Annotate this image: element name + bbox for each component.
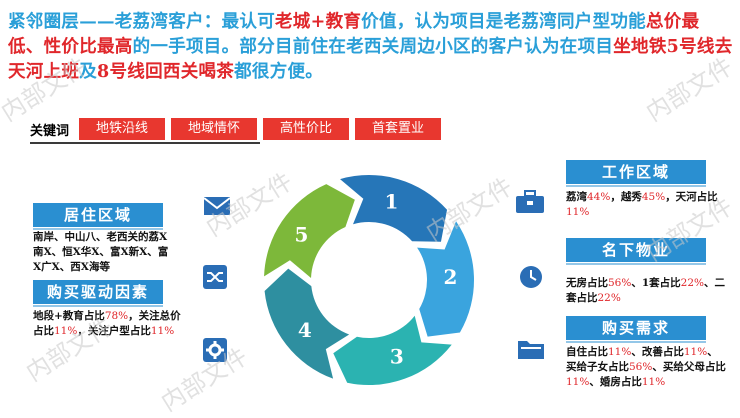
info-text: 、1套占比 — [631, 277, 681, 289]
header-text: 紧邻圈层——老荔湾客户：最认可 — [8, 12, 275, 32]
percent-value: 56% — [629, 361, 653, 373]
keyword-tag: 地域情怀 — [171, 118, 258, 140]
mail-icon — [203, 195, 231, 221]
keyword-tag: 地铁沿线 — [79, 118, 166, 140]
cycle-label-1: 1 — [385, 190, 399, 214]
percent-value: 22% — [597, 292, 621, 304]
percent-value: 44% — [587, 191, 611, 203]
percent-value: 11% — [150, 325, 175, 337]
cycle-segment-1 — [340, 175, 448, 242]
header-highlight: 坐地铁5号线去天河上班 — [8, 37, 733, 82]
info-text: ，关注总价占比 — [33, 310, 181, 337]
residence-title: 居住区域 — [33, 203, 163, 230]
info-text: ，越秀 — [610, 191, 642, 203]
percent-value: 11% — [641, 376, 666, 388]
clock-icon — [519, 265, 543, 293]
header-highlight: 老城+教育 — [275, 12, 362, 32]
percent-value: 78% — [104, 310, 129, 322]
keywords-underline — [30, 142, 260, 144]
drivers-text: 地段+教育占比78%，关注总价占比11%，关注户型占比11% — [33, 309, 183, 339]
header-text: 的一手项目。部分目前住在老西关周边小区的客户认为在项目 — [132, 37, 614, 57]
header-highlight: 总价最低、性价比最高 — [8, 12, 700, 57]
cycle-label-2: 2 — [443, 265, 457, 289]
cycle-segment-2 — [417, 221, 474, 337]
header-text: 及 — [79, 62, 98, 82]
info-text: 、改善占比 — [631, 346, 684, 358]
folder-icon — [517, 338, 545, 364]
percent-value: 11% — [566, 206, 590, 218]
percent-value: 11% — [608, 346, 632, 358]
demand-text: 自住占比11%、改善占比11%、买给子女占比56%、买给父母占比11%、婚房占比… — [566, 345, 726, 390]
header-highlight: 8号线回西关喝茶 — [97, 62, 235, 82]
header-text: 价值，认为项目是老荔湾同户型功能 — [361, 12, 646, 32]
cycle-segment-4 — [264, 268, 350, 379]
keywords-title: 关键词 — [30, 123, 70, 139]
cycle-segment-3 — [333, 315, 452, 385]
percent-value: 11% — [566, 376, 590, 388]
work-text: 荔湾44%，越秀45%，天河占比 11% — [566, 190, 726, 220]
keywords-row: 关键词 地铁沿线 地域情怀 高性价比 首套置业 — [30, 118, 447, 140]
cycle-label-5: 5 — [294, 222, 308, 246]
keyword-tag: 高性价比 — [263, 118, 350, 140]
info-text: 荔湾 — [566, 191, 587, 203]
header-paragraph: 紧邻圈层——老荔湾客户：最认可老城+教育价值，认为项目是老荔湾同户型功能总价最低… — [8, 10, 734, 85]
info-text: 自住占比 — [566, 346, 608, 358]
info-text: 地段+教育占比 — [33, 310, 105, 322]
info-text: ，天河占比 — [665, 191, 718, 203]
header-text: 都很方便。 — [234, 62, 324, 82]
percent-value: 11% — [54, 325, 78, 337]
drivers-title: 购买驱动因素 — [33, 280, 163, 307]
info-text: 、婚房占比 — [589, 376, 642, 388]
info-text: 无房占比 — [566, 277, 608, 289]
percent-value: 45% — [641, 191, 666, 203]
keyword-tag: 首套置业 — [355, 118, 442, 140]
gear-icon — [203, 338, 227, 366]
cycle-label-4: 4 — [298, 318, 312, 342]
percent-value: 56% — [608, 277, 632, 289]
info-text: 、二套占比 — [566, 277, 725, 304]
property-text: 无房占比56%、1套占比22%、二套占比22% — [566, 276, 726, 306]
cycle-segment-5 — [264, 184, 355, 278]
work-title: 工作区域 — [566, 160, 706, 187]
residence-text: 南岸、中山八、老西关的荔X南X、恒X华X、富X新X、富X广X、西X海等 — [33, 231, 169, 273]
cycle-label-3: 3 — [390, 345, 404, 369]
briefcase-icon — [515, 190, 545, 218]
info-text: 、买给子女占比 — [566, 346, 718, 373]
demand-title: 购买需求 — [566, 316, 706, 343]
cycle-diagram: 1 2 3 4 5 — [264, 175, 474, 385]
percent-value: 11% — [683, 346, 708, 358]
shuffle-icon — [203, 265, 227, 293]
info-text: ，关注户型占比 — [77, 325, 151, 337]
info-text: 、买给父母占比 — [652, 361, 726, 373]
percent-value: 22% — [680, 277, 704, 289]
property-title: 名下物业 — [566, 238, 706, 265]
